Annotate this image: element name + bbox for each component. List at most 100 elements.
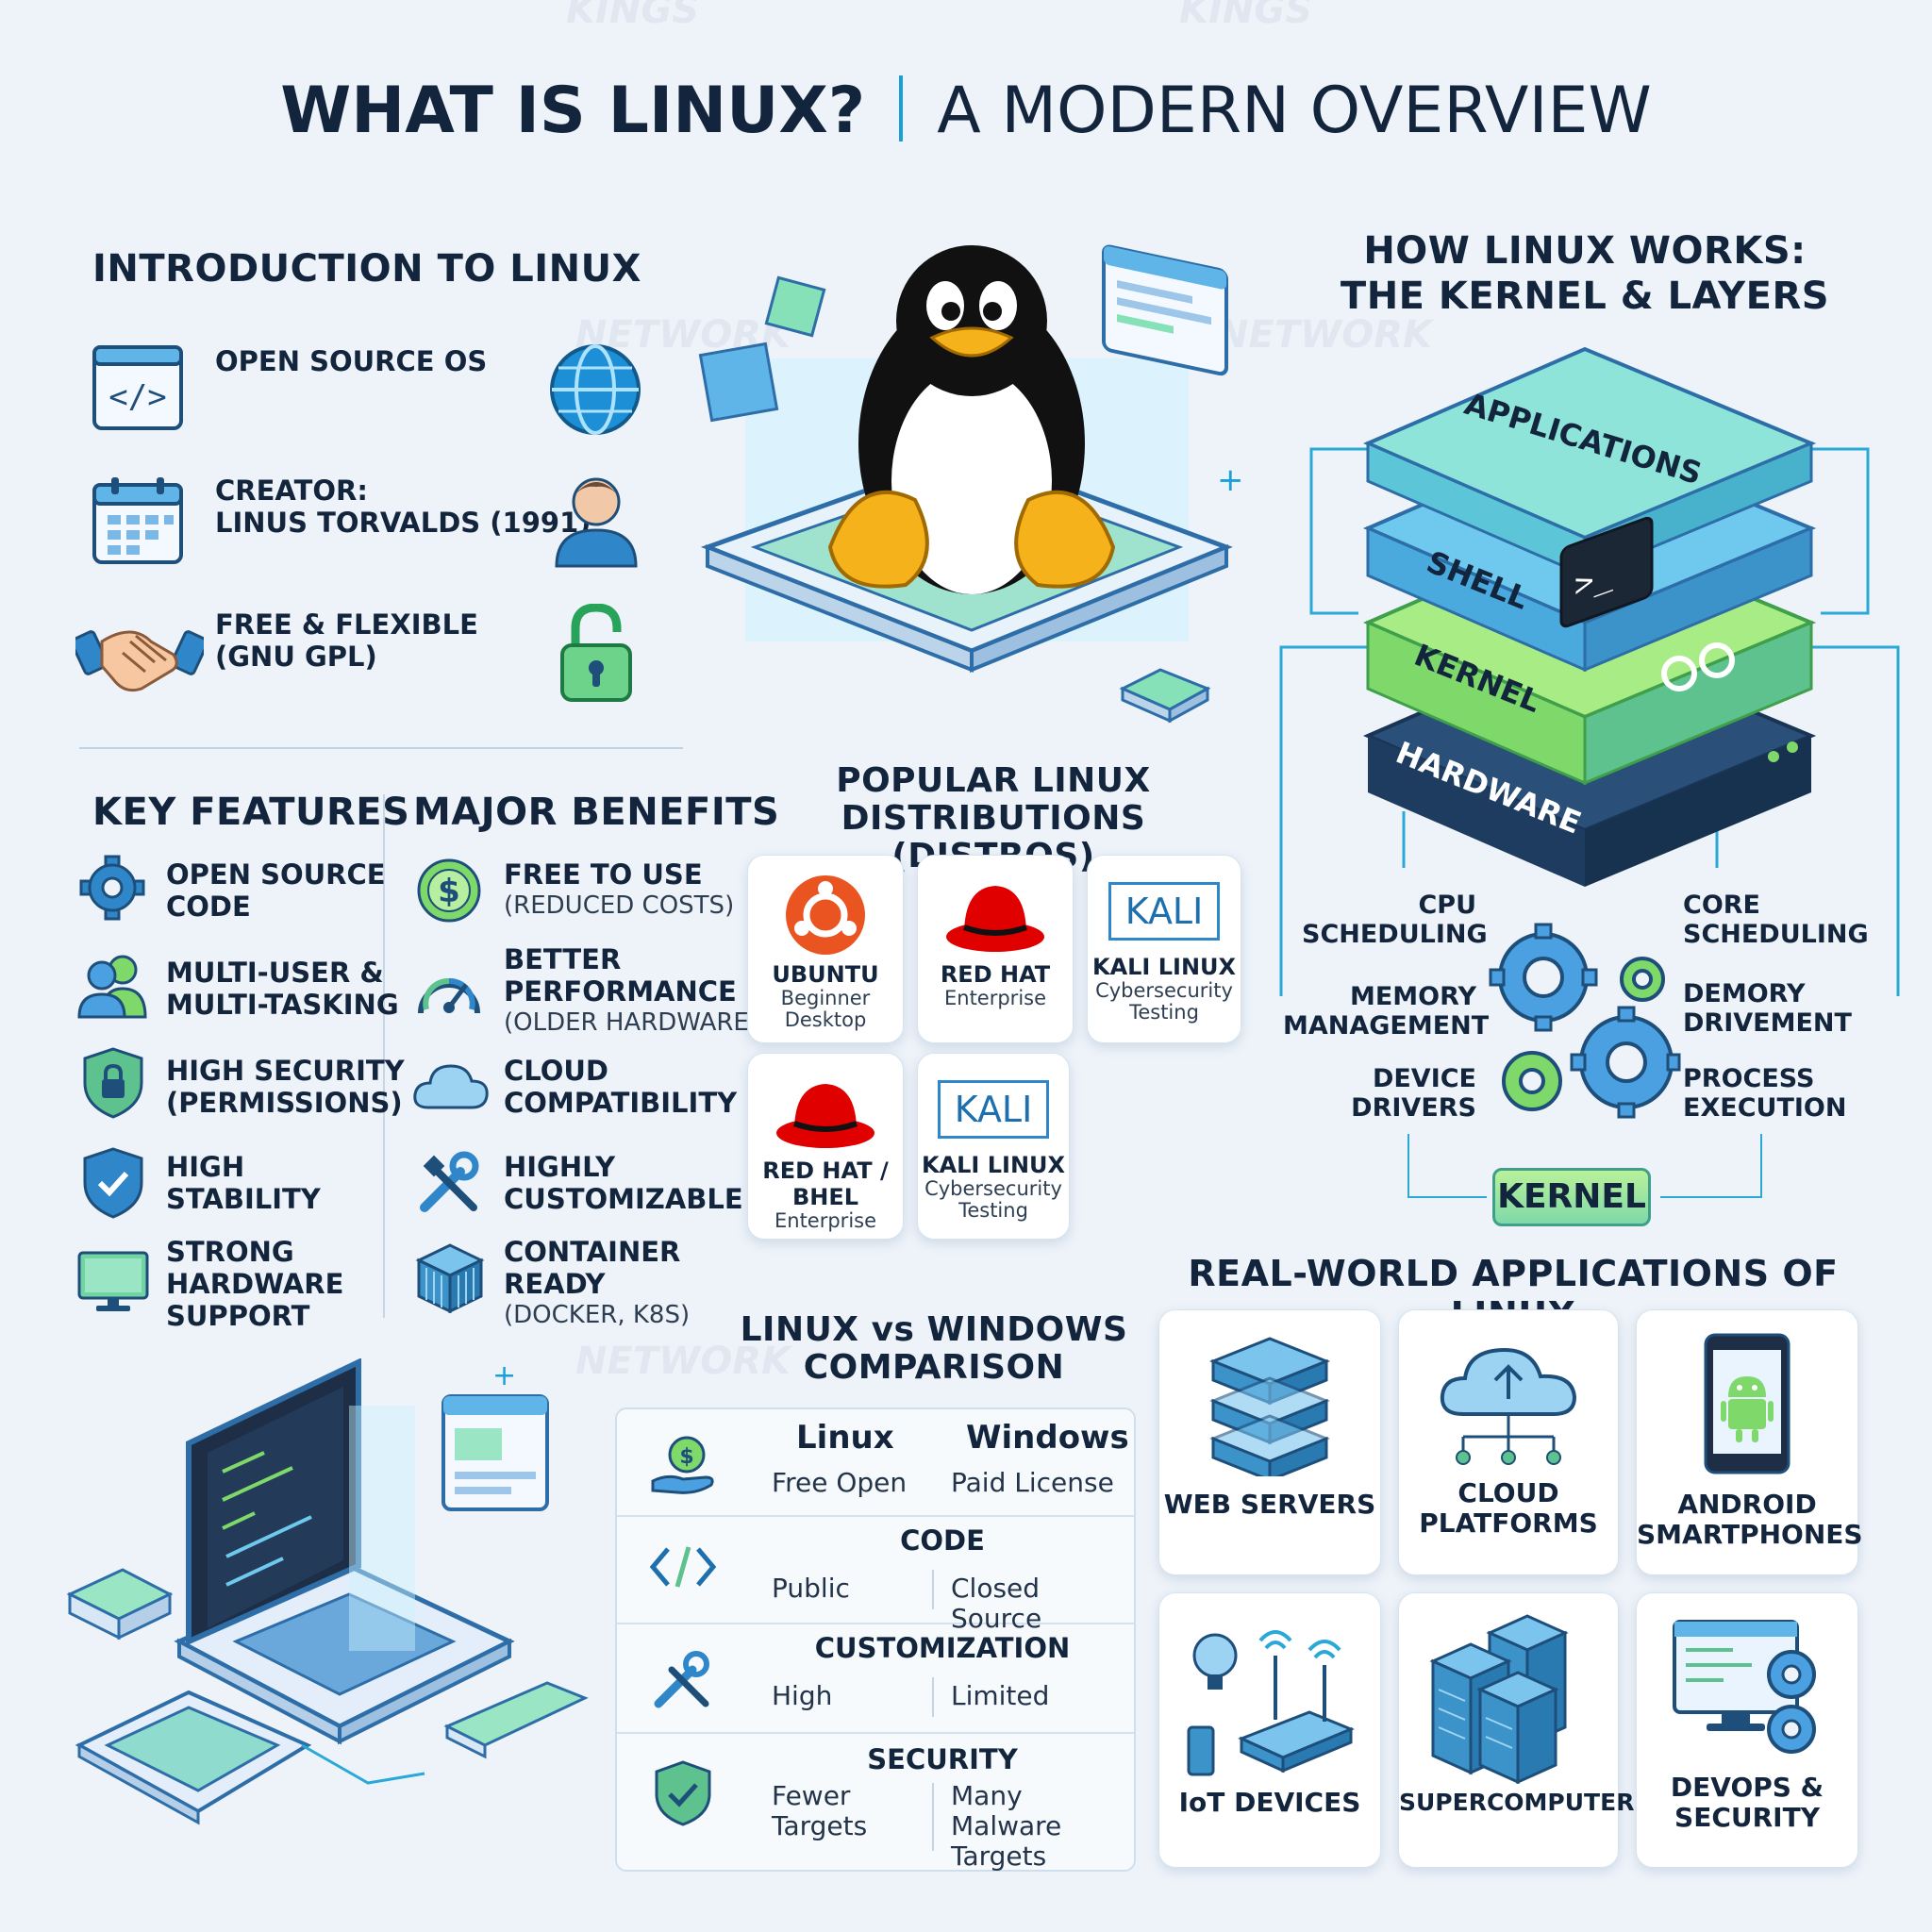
benefit-free-to-use: FREE TO USE (Reduced Costs) <box>504 858 735 920</box>
watermark: KINGS <box>1179 0 1312 32</box>
intro-item-license: FREE & FLEXIBLE (GNU GPL) <box>215 608 478 673</box>
handshake-icon <box>70 613 209 698</box>
windows-cost: Paid License <box>951 1467 1114 1498</box>
monitor-icon <box>77 1251 149 1317</box>
linux-code: Public <box>772 1573 850 1604</box>
benefit-container-ready: CONTAINER READY (Docker, K8s) <box>504 1236 691 1329</box>
svg-text:+: + <box>1217 461 1244 499</box>
windows-customization: Limited <box>951 1680 1050 1711</box>
windows-code: Closed Source <box>951 1573 1042 1634</box>
benefit-highly-customizable: HIGHLY CUSTOMIZABLE <box>504 1151 743 1215</box>
container-box-icon <box>415 1241 485 1317</box>
cell-divider <box>932 1677 934 1717</box>
linux-layer-stack-diagram: >_ <box>1264 340 1915 1249</box>
benefit-better-performance: BETTER PERFORMANCE (Older Hardware) <box>504 943 759 1037</box>
application-card-devops[interactable]: DEVOPS &SECURITY <box>1636 1592 1858 1868</box>
benefits-title: MAJOR BENEFITS <box>413 791 780 834</box>
red-hat-logo-icon <box>946 886 1044 952</box>
distro-card-ubuntu[interactable]: UBUNTU Beginner Desktop <box>747 855 904 1043</box>
column-divider <box>383 794 385 1318</box>
feature-high-security: HIGH SECURITY(PERMISSIONS) <box>166 1055 405 1119</box>
tools-icon <box>651 1649 713 1715</box>
table-row: CUSTOMIZATION High Limited <box>617 1623 1134 1734</box>
distro-card-kali[interactable]: KALI KALI LINUX Cybersecurity Testing <box>917 1053 1070 1240</box>
comparison-title: LINUX vs WINDOWS COMPARISON <box>740 1310 1128 1387</box>
connector-line <box>1407 1196 1487 1198</box>
comparison-table: $ Linux Windows Free Open Paid License C… <box>615 1407 1136 1872</box>
devops-monitor-gears-icon <box>1673 1620 1816 1754</box>
application-card-iot[interactable]: IoT DEVICES <box>1158 1592 1381 1868</box>
benefit-cloud-compatibility: CLOUD COMPATIBILITY <box>504 1055 738 1119</box>
title-divider <box>899 75 904 142</box>
section-divider <box>79 747 683 749</box>
distro-card-red-hat[interactable]: RED HAT Enterprise <box>917 855 1074 1043</box>
globe-icon <box>547 341 643 441</box>
intro-item-creator: CREATOR: LINUS TORVALDS (1991) <box>215 475 591 539</box>
distro-card-kali[interactable]: KALI KALI LINUX Cybersecurity Testing <box>1087 855 1241 1043</box>
laptop-devices-illustration: + <box>66 1357 594 1834</box>
speedometer-icon <box>415 960 483 1024</box>
kali-logo-icon: KALI <box>1108 882 1220 941</box>
row-category-security: SECURITY <box>867 1743 1018 1775</box>
distro-card-red-hat-bhel[interactable]: RED HAT / BHEL Enterprise <box>747 1053 904 1240</box>
title-sub: A MODERN OVERVIEW <box>937 74 1652 148</box>
gear-icon <box>79 855 145 924</box>
supercomputer-racks-icon <box>1429 1614 1569 1785</box>
svg-text:$: $ <box>679 1445 693 1469</box>
person-icon <box>553 472 640 572</box>
wrench-screwdriver-icon <box>415 1149 483 1221</box>
watermark: KINGS <box>566 0 699 32</box>
dollar-coin-icon: $ <box>415 857 483 928</box>
intro-title: INTRODUCTION TO LINUX <box>92 247 641 291</box>
kernel-badge: KERNEL <box>1492 1168 1651 1226</box>
watermark: NETWORK <box>575 1340 791 1383</box>
cell-divider <box>932 1570 934 1609</box>
cloud-upload-icon <box>1440 1347 1577 1465</box>
svg-text:+: + <box>492 1359 516 1392</box>
application-card-supercomputers[interactable]: SUPERCOMPUTERS <box>1398 1592 1651 1868</box>
title-main: WHAT IS LINUX? <box>280 74 866 148</box>
server-stack-icon <box>1208 1337 1331 1483</box>
shield-check-icon <box>655 1760 711 1830</box>
shield-lock-icon <box>83 1047 143 1123</box>
table-row: $ Linux Windows Free Open Paid License <box>617 1409 1134 1517</box>
android-phone-icon <box>1704 1333 1790 1474</box>
kali-logo-icon: KALI <box>938 1080 1049 1139</box>
column-header-windows: Windows <box>966 1419 1129 1457</box>
calendar-icon <box>92 475 183 568</box>
svg-text:</>: </> <box>108 378 166 416</box>
features-title: KEY FEATURES <box>92 791 410 834</box>
svg-text:$: $ <box>438 873 460 910</box>
shield-check-icon <box>83 1147 143 1223</box>
cloud-icon <box>411 1060 491 1115</box>
linux-customization: High <box>772 1680 833 1711</box>
connector-line <box>1660 1196 1762 1198</box>
row-category-code: CODE <box>900 1524 985 1557</box>
application-card-web-servers[interactable]: WEB SERVERS <box>1158 1309 1381 1575</box>
column-header-linux: Linux <box>796 1419 894 1457</box>
money-hand-icon: $ <box>649 1434 719 1500</box>
tux-penguin-illustration: + <box>689 208 1255 740</box>
code-icon <box>649 1543 717 1594</box>
code-window-icon: </> <box>92 345 183 434</box>
table-row: CODE Public Closed Source <box>617 1515 1134 1634</box>
watermark: NETWORK <box>1217 313 1433 357</box>
users-icon <box>75 953 151 1023</box>
intro-item-open-source: OPEN SOURCE OS <box>215 345 488 377</box>
ubuntu-logo-icon <box>786 875 865 955</box>
cell-divider <box>932 1783 934 1851</box>
kernel-gears-icon <box>1487 921 1681 1132</box>
linux-cost: Free Open <box>772 1467 908 1498</box>
feature-multi-user: MULTI-USER &MULTI-TASKING <box>166 957 399 1021</box>
